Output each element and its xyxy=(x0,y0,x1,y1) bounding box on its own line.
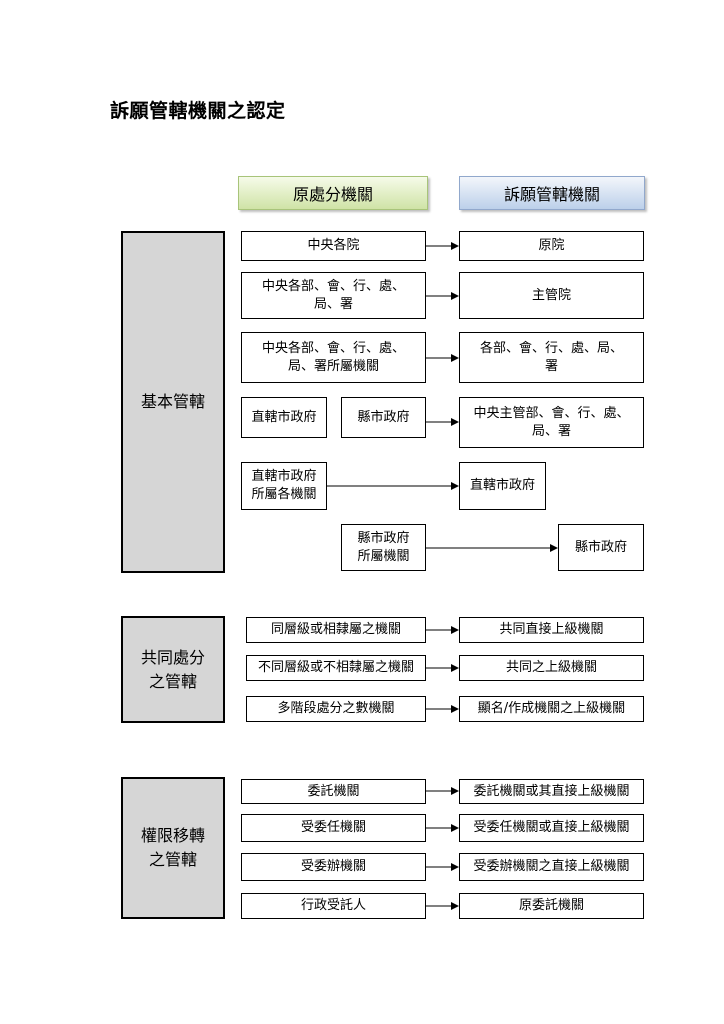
transfer-r4-from: 行政受託人 xyxy=(241,893,426,919)
basic-r6-to: 縣市政府 xyxy=(558,524,644,571)
header-jurisdiction-agency: 訴願管轄機關 xyxy=(459,176,645,210)
header-origin-agency: 原處分機關 xyxy=(238,176,428,210)
category-basic: 基本管轄 xyxy=(121,231,225,573)
basic-r2-from: 中央各部、會、行、處、 局、署 xyxy=(241,272,426,319)
category-joint: 共同處分 之管轄 xyxy=(121,616,225,723)
basic-r4-to: 中央主管部、會、行、處、 局、署 xyxy=(459,397,644,448)
transfer-r2-to: 受委任機關或直接上級機關 xyxy=(459,814,644,842)
basic-r1-from: 中央各院 xyxy=(241,231,426,261)
basic-r4-from-b: 縣市政府 xyxy=(341,397,426,438)
transfer-r1-to: 委託機關或其直接上級機關 xyxy=(459,779,644,804)
transfer-r1-from: 委託機關 xyxy=(241,779,426,804)
transfer-r4-to: 原委託機關 xyxy=(459,893,644,919)
page-title: 訴願管轄機關之認定 xyxy=(110,100,286,122)
joint-r2-to: 共同之上級機關 xyxy=(459,655,644,681)
joint-r3-to: 顯名/作成機關之上級機關 xyxy=(459,696,644,722)
basic-r6-from: 縣市政府 所屬機關 xyxy=(341,524,426,571)
transfer-r3-from: 受委辦機關 xyxy=(241,853,426,881)
joint-r1-to: 共同直接上級機關 xyxy=(459,617,644,643)
joint-r1-from: 同層級或相隸屬之機關 xyxy=(246,617,426,643)
joint-r2-from: 不同層級或不相隸屬之機關 xyxy=(246,655,426,681)
transfer-r2-from: 受委任機關 xyxy=(241,814,426,842)
joint-r3-from: 多階段處分之數機關 xyxy=(246,696,426,722)
basic-r5-to: 直轄市政府 xyxy=(459,462,546,510)
basic-r3-from: 中央各部、會、行、處、 局、署所屬機關 xyxy=(241,332,426,383)
basic-r3-to: 各部、會、行、處、局、 署 xyxy=(459,332,644,383)
basic-r4-from-a: 直轄市政府 xyxy=(241,397,327,438)
basic-r5-from: 直轄市政府 所屬各機關 xyxy=(241,462,327,510)
basic-r2-to: 主管院 xyxy=(459,272,644,319)
transfer-r3-to: 受委辦機關之直接上級機關 xyxy=(459,853,644,881)
category-transfer: 權限移轉 之管轄 xyxy=(121,777,225,919)
basic-r1-to: 原院 xyxy=(459,231,644,261)
